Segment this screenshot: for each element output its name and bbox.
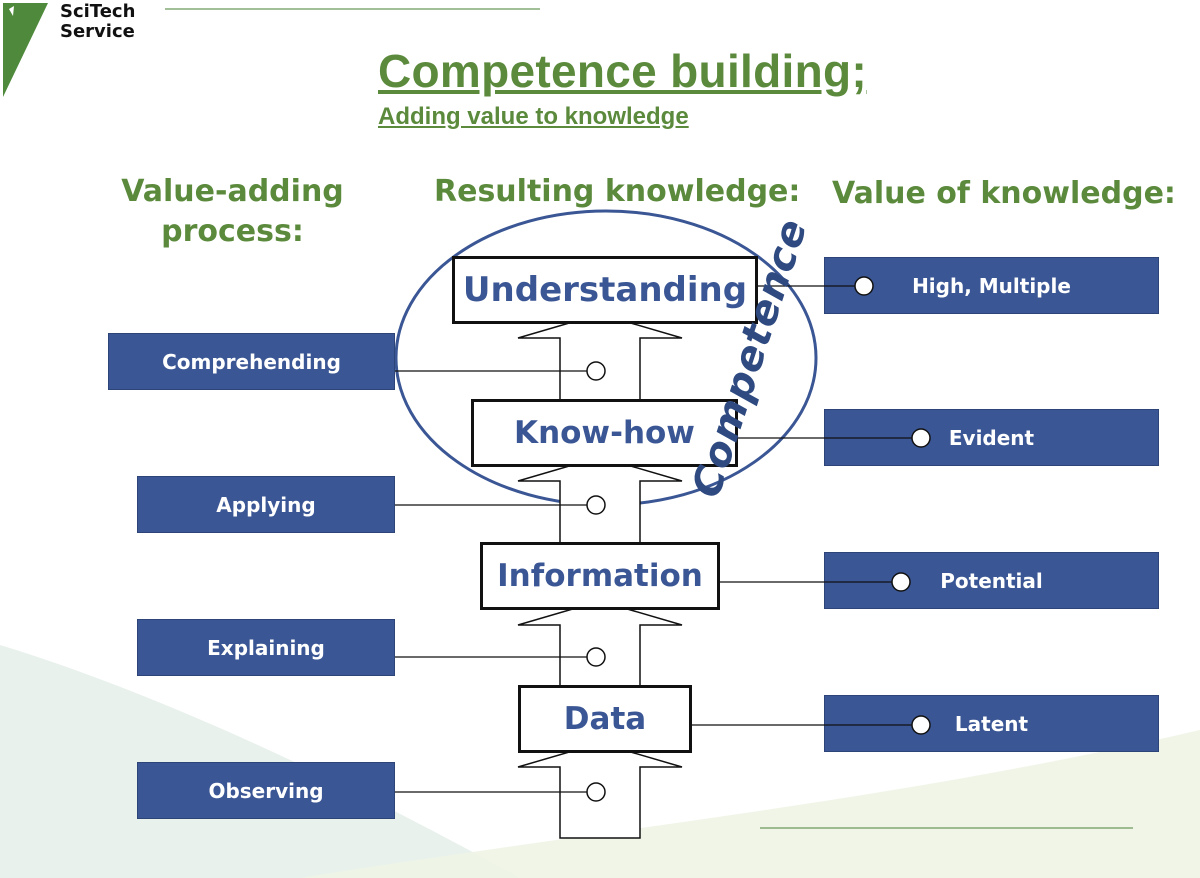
bottom-wave-decoration-2 — [300, 730, 1200, 878]
logo: SciTech Service — [60, 2, 135, 42]
process-applying: Applying — [137, 476, 395, 533]
value-high-multiple: High, Multiple — [824, 257, 1159, 314]
arrow-up-2 — [517, 600, 683, 695]
knowledge-information: Information — [480, 542, 720, 610]
process-observing: Observing — [137, 762, 395, 819]
header-value-of-knowledge: Value of knowledge: — [832, 176, 1176, 211]
arrow-up-4 — [517, 313, 683, 409]
value-potential: Potential — [824, 552, 1159, 609]
process-node-4 — [586, 782, 606, 802]
knowledge-know-how: Know-how — [471, 399, 738, 467]
page-subtitle: Adding value to knowledge — [378, 103, 689, 130]
logo-notch — [9, 6, 14, 16]
page-title: Competence building; — [378, 45, 867, 97]
logo-triangle — [3, 3, 48, 97]
process-node-3 — [586, 647, 606, 667]
knowledge-data: Data — [518, 685, 692, 753]
bottom-wave-decoration — [0, 645, 520, 878]
process-comprehending: Comprehending — [108, 333, 395, 390]
header-value-adding-process: Value-adding process: — [121, 174, 344, 249]
header-resulting-knowledge: Resulting knowledge: — [434, 174, 801, 209]
process-node-2 — [586, 495, 606, 515]
process-node-1 — [586, 361, 606, 381]
value-latent: Latent — [824, 695, 1159, 752]
logo-line-2: Service — [60, 21, 135, 42]
value-evident: Evident — [824, 409, 1159, 466]
logo-line-1: SciTech — [60, 1, 136, 22]
process-explaining: Explaining — [137, 619, 395, 676]
knowledge-understanding: Understanding — [452, 256, 758, 324]
